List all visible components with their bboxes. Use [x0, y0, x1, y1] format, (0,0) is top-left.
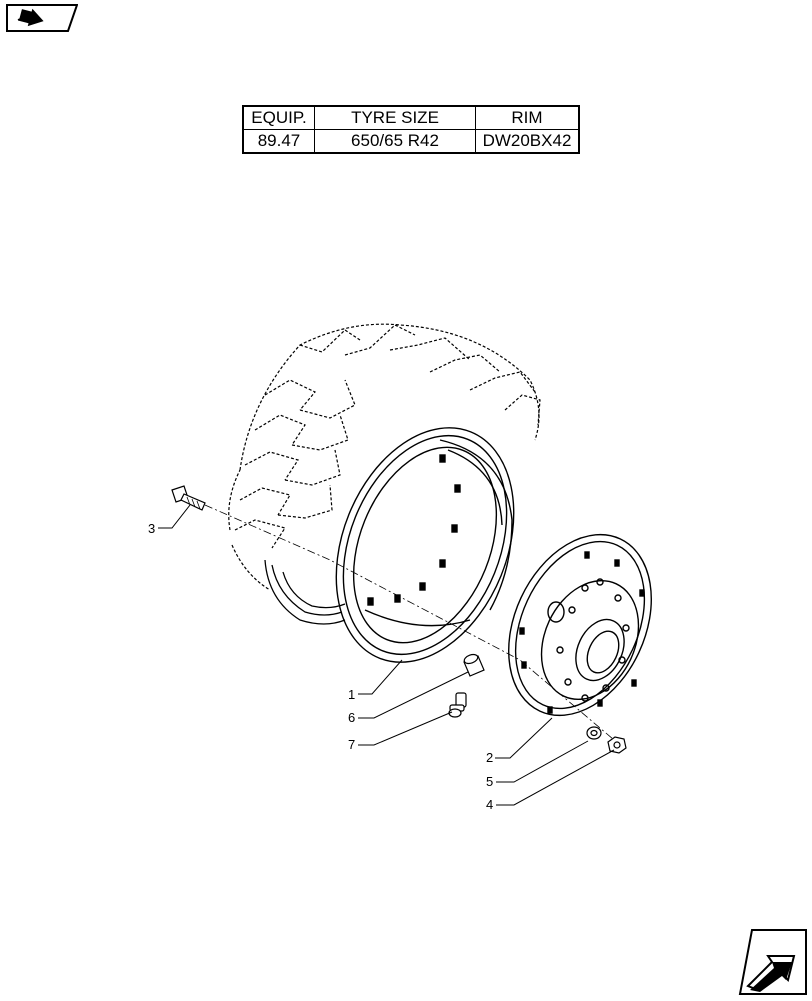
spec-table: EQUIP. TYRE SIZE RIM 89.47 650/65 R42 DW…: [242, 105, 580, 154]
valve: [448, 692, 467, 718]
leader-lines: [158, 504, 615, 806]
spec-cell-tyre-size: 650/65 R42: [314, 129, 476, 154]
spec-table-header-row: EQUIP. TYRE SIZE RIM: [242, 105, 580, 130]
spec-cell-equip: 89.47: [242, 129, 315, 154]
callout-6: 6: [348, 710, 355, 725]
callout-3: 3: [148, 521, 155, 536]
next-arrow-icon[interactable]: [738, 928, 808, 996]
spec-header-equip: EQUIP.: [242, 105, 315, 130]
spacer: [586, 726, 602, 740]
callout-5: 5: [486, 774, 493, 789]
spec-table-row: 89.47 650/65 R42 DW20BX42: [242, 129, 580, 154]
callout-1: 1: [348, 687, 355, 702]
rim: [335, 427, 515, 663]
assembly-axis-line: [204, 504, 621, 746]
spec-cell-rim: DW20BX42: [475, 129, 580, 154]
callout-4: 4: [486, 797, 493, 812]
sleeve: [463, 653, 485, 677]
wheel-disc: [508, 533, 652, 717]
spec-header-rim: RIM: [475, 105, 580, 130]
nut: [607, 736, 627, 754]
callout-2: 2: [486, 750, 493, 765]
callout-7: 7: [348, 737, 355, 752]
back-arrow-icon[interactable]: [4, 2, 79, 34]
tyre-outline: [228, 323, 541, 591]
bolt: [171, 485, 206, 511]
tyre-sidewall: [264, 559, 346, 625]
